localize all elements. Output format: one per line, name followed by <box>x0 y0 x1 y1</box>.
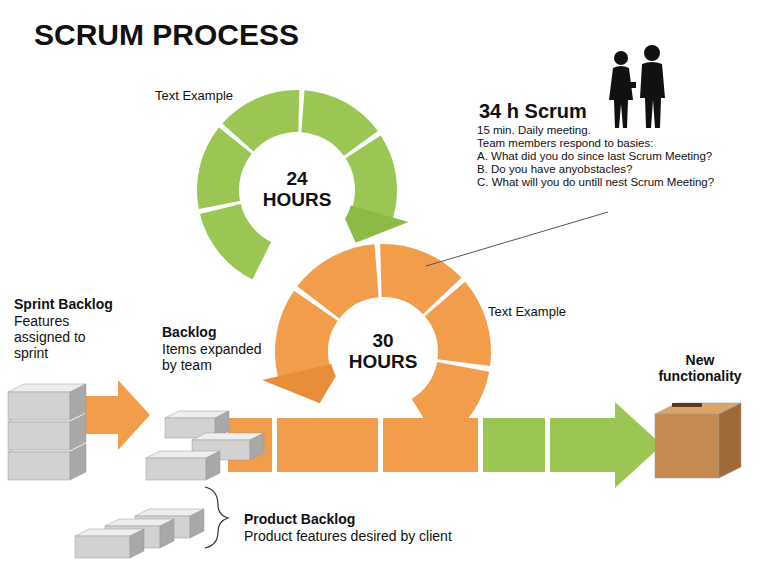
stage-note: Features assigned to sprint <box>14 313 114 361</box>
product-box <box>655 414 719 478</box>
callout-heading: 34 h Scrum <box>479 100 587 123</box>
flow-band-segment <box>483 418 545 472</box>
flow-band-segment <box>277 418 378 472</box>
flow-band <box>85 380 662 488</box>
cycle-core <box>241 134 353 246</box>
sprint-backlog-cube <box>70 384 86 420</box>
callout-body: B. Do you have anyobstacles? <box>477 163 632 176</box>
box-tape <box>672 403 702 407</box>
text-placeholder: Text Example <box>155 89 233 104</box>
green-cycle-segment <box>346 135 397 218</box>
product-box <box>719 403 741 478</box>
callout-body: Team members respond to basies: <box>477 137 653 150</box>
cycle-core <box>330 299 436 405</box>
output-title: New functionality <box>651 352 749 384</box>
cycle-center: 30 HOURS <box>343 331 423 373</box>
backlog-cube <box>250 433 264 460</box>
product-backlog-cube <box>75 536 130 558</box>
stage-title: Product Backlog <box>244 511 355 527</box>
stage-note: Items expanded by team <box>162 341 262 373</box>
people-silhouette <box>609 45 665 128</box>
stage-note: Product features desired by client <box>244 528 456 544</box>
bracket <box>205 487 228 548</box>
text-placeholder: Text Example <box>488 305 566 320</box>
diagram-title: SCRUM PROCESS <box>34 18 299 53</box>
backlog-cube <box>146 458 206 480</box>
cycle-duration: 24 HOURS <box>257 169 337 211</box>
leader-line <box>426 212 608 266</box>
backlog-cubes <box>8 384 741 558</box>
flow-band-segment <box>383 418 478 472</box>
sprint-backlog-cube <box>8 392 70 420</box>
callout-body: 15 min. Daily meeting. <box>477 124 591 137</box>
product-backlog-cube <box>190 509 204 538</box>
callout-body: C. What will you do untill nest Scrum Me… <box>477 176 714 189</box>
sprint-backlog-cube <box>70 444 86 480</box>
cycle-center: 24 HOURS <box>257 169 337 211</box>
callout-body: A. What did you do since last Scrum Meet… <box>477 150 712 163</box>
stage-title: Backlog <box>162 324 216 340</box>
cycle-rings <box>197 90 491 444</box>
sprint-arrow <box>85 380 150 450</box>
flow-band-segment <box>550 418 615 472</box>
stage-title: Sprint Backlog <box>14 296 113 312</box>
product-backlog-cube <box>160 519 174 548</box>
product-backlog-cube <box>130 529 144 558</box>
sprint-backlog-cube <box>70 414 86 450</box>
cycle-duration: 30 HOURS <box>343 331 423 373</box>
backlog-cube <box>206 451 220 480</box>
sprint-backlog-cube <box>8 422 70 450</box>
sprint-backlog-cube <box>8 452 70 480</box>
